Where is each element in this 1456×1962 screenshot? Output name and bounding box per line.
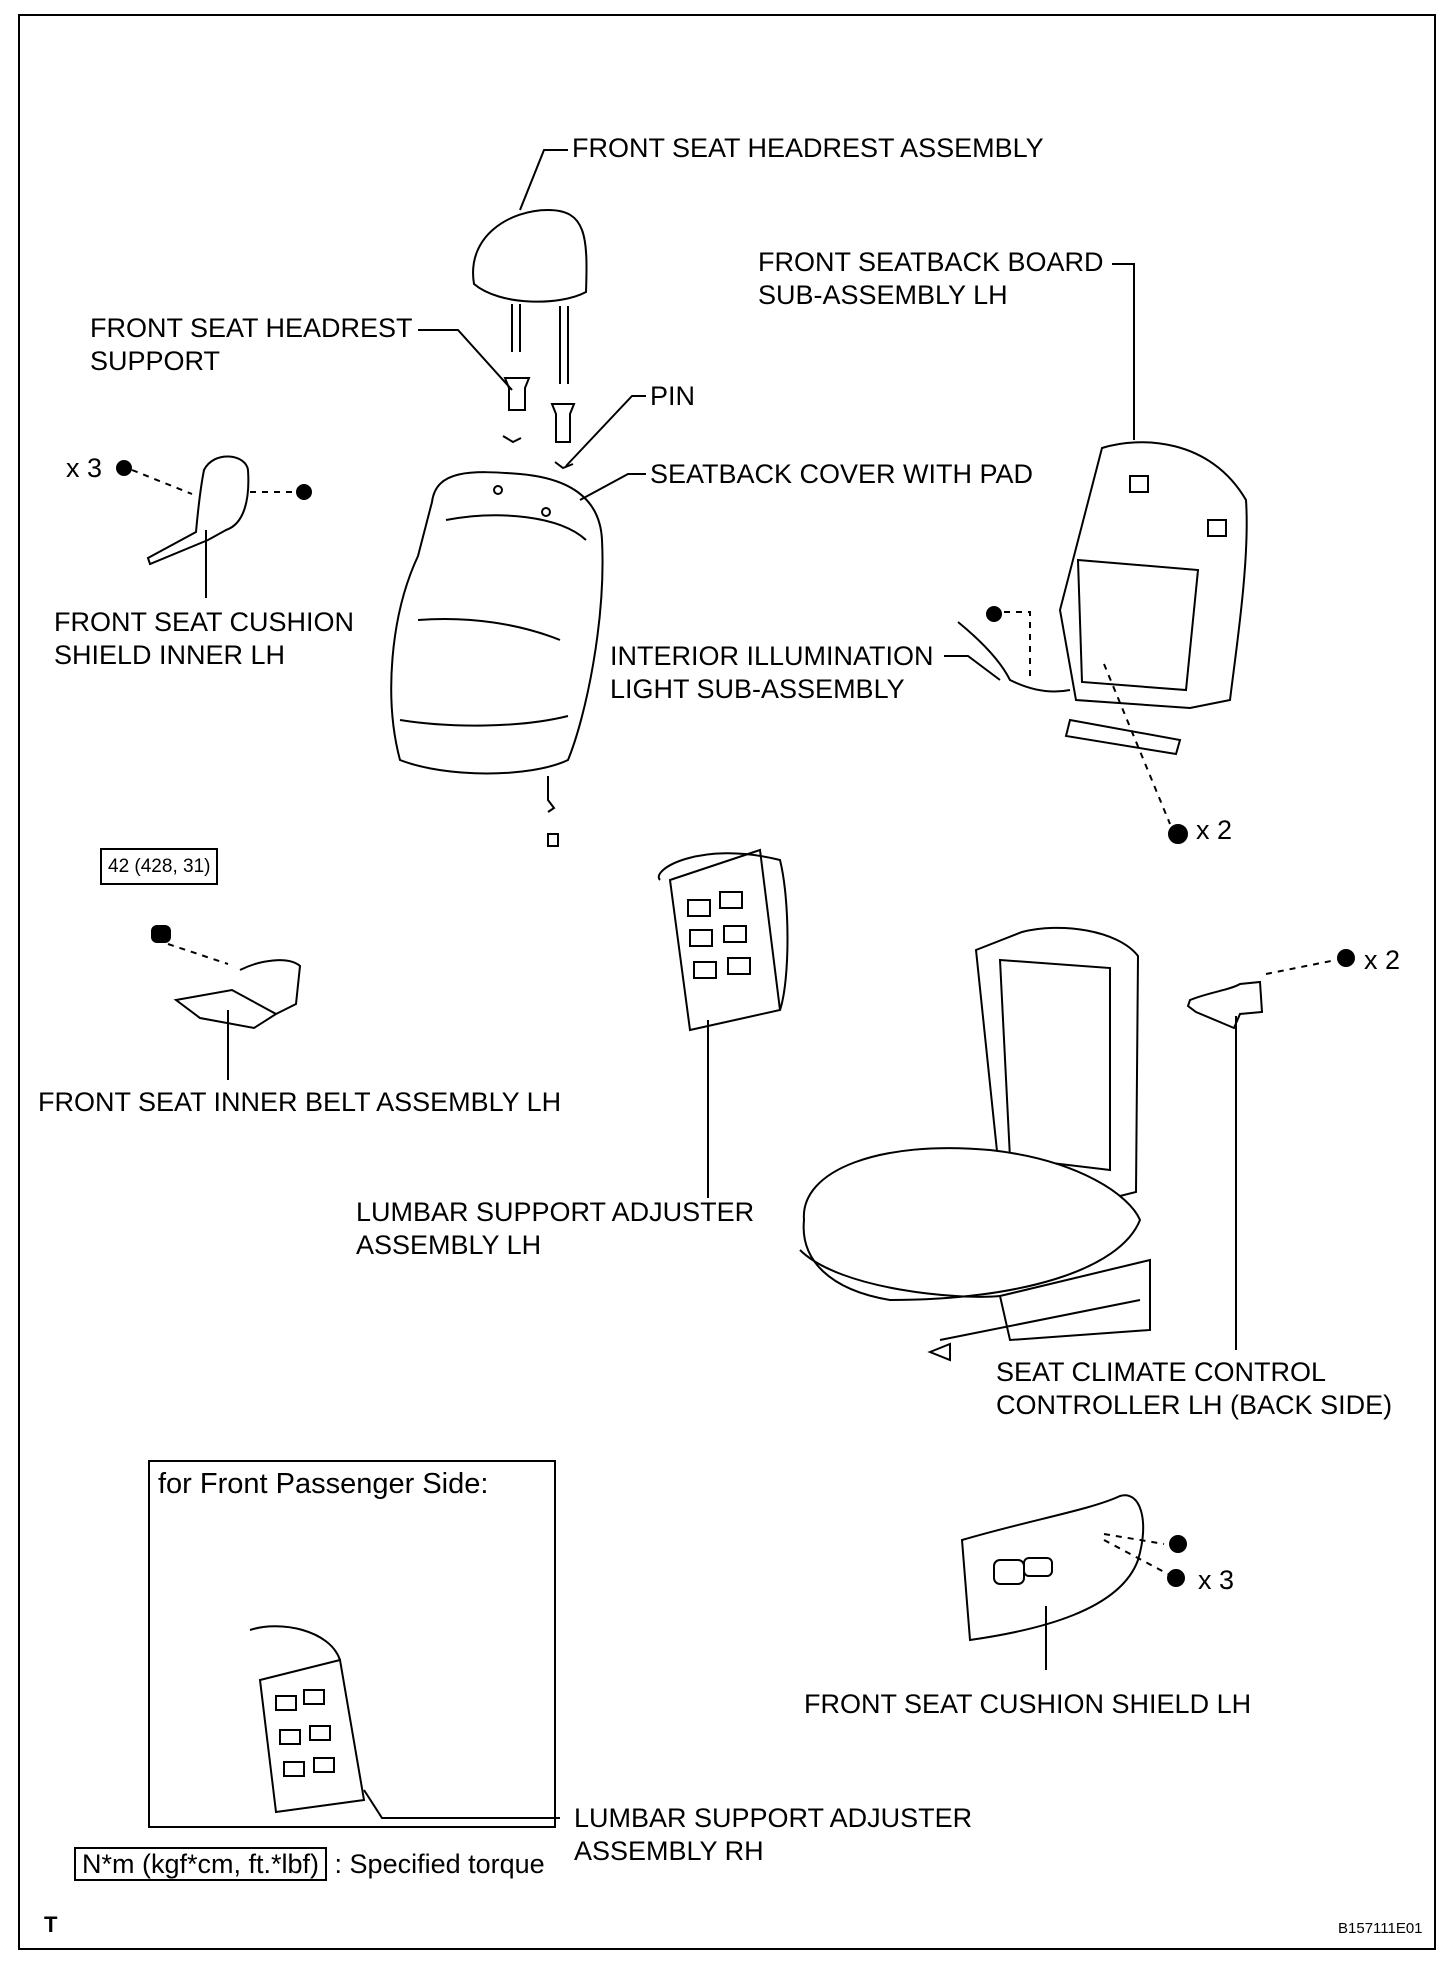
lumbar-lh-label: LUMBAR SUPPORT ADJUSTER ASSEMBLY LH: [356, 1196, 754, 1262]
seat-frame-drawing: [799, 926, 1151, 1362]
torque-legend: N*m (kgf*cm, ft.*lbf) : Specified torque: [74, 1847, 545, 1881]
headrest-support-label-line2: SUPPORT: [90, 346, 221, 376]
inner-shield-bolt-qty: x 3: [66, 453, 103, 483]
seatback-board-label-line2: SUB-ASSEMBLY LH: [758, 280, 1008, 310]
footer-mark: T: [44, 1912, 58, 1937]
torque-description: : Specified torque: [334, 1849, 545, 1879]
climate-bolt-qty: x 2: [1364, 945, 1401, 975]
seatback-board-label: FRONT SEATBACK BOARD SUB-ASSEMBLY LH: [758, 246, 1104, 312]
seatback-board-drawing: [1058, 441, 1248, 756]
lumbar-rh-drawing: [249, 1625, 366, 1814]
lumbar-lh-label-line2: ASSEMBLY LH: [356, 1230, 542, 1260]
interior-light-label: INTERIOR ILLUMINATION LIGHT SUB-ASSEMBLY: [610, 640, 934, 706]
cushion-shield-label: FRONT SEAT CUSHION SHIELD LH: [804, 1689, 1252, 1719]
lumbar-lh-label-line1: LUMBAR SUPPORT ADJUSTER: [356, 1197, 755, 1227]
lumbar-lh-drawing: [657, 848, 789, 1032]
diagram-frame: [18, 14, 1436, 1950]
cushion-shield-inner-label-line2: SHIELD INNER LH: [54, 640, 286, 670]
passenger-side-title: for Front Passenger Side:: [158, 1468, 489, 1500]
seat-climate-drawing: [1186, 949, 1355, 1030]
headrest-support-drawing: [502, 377, 576, 470]
cushion-shield-inner-label-line1: FRONT SEAT CUSHION: [54, 607, 355, 637]
inner-belt-drawing: [151, 925, 302, 1030]
seat-climate-label-line1: SEAT CLIMATE CONTROL: [996, 1357, 1327, 1387]
inner-belt-label: FRONT SEAT INNER BELT ASSEMBLY LH: [38, 1087, 562, 1117]
board-bolt-qty: x 2: [1196, 815, 1233, 845]
figure-code: B157111E01: [1338, 1920, 1423, 1937]
cushion-shield-inner-drawing: [116, 455, 312, 566]
seatback-cover-drawing: [390, 471, 604, 847]
seat-climate-label-line2: CONTROLLER LH (BACK SIDE): [996, 1390, 1393, 1420]
seat-climate-label: SEAT CLIMATE CONTROL CONTROLLER LH (BACK…: [996, 1356, 1392, 1422]
lumbar-rh-label-line1: LUMBAR SUPPORT ADJUSTER: [574, 1803, 973, 1833]
cushion-shield-bolt-qty: x 3: [1198, 1565, 1235, 1595]
interior-light-drawing: [957, 606, 1188, 844]
leader-lines: [205, 149, 1237, 1819]
interior-light-label-line2: LIGHT SUB-ASSEMBLY: [610, 674, 905, 704]
interior-light-label-line1: INTERIOR ILLUMINATION: [610, 641, 934, 671]
headrest-support-label-line1: FRONT SEAT HEADREST: [90, 313, 413, 343]
torque-value: 42 (428, 31): [100, 848, 219, 885]
seatback-cover-label: SEATBACK COVER WITH PAD: [650, 459, 1034, 489]
passenger-side-box: for Front Passenger Side:: [148, 1460, 556, 1828]
headrest-support-label: FRONT SEAT HEADREST SUPPORT: [90, 312, 413, 378]
cushion-shield-inner-label: FRONT SEAT CUSHION SHIELD INNER LH: [54, 606, 354, 672]
pin-label: PIN: [650, 381, 696, 411]
lumbar-rh-label: LUMBAR SUPPORT ADJUSTER ASSEMBLY RH: [574, 1802, 972, 1868]
seatback-board-label-line1: FRONT SEATBACK BOARD: [758, 247, 1104, 277]
cushion-shield-drawing: [960, 1494, 1187, 1642]
headrest-drawing: [472, 208, 588, 384]
lumbar-rh-label-line2: ASSEMBLY RH: [574, 1836, 764, 1866]
headrest-label: FRONT SEAT HEADREST ASSEMBLY: [572, 133, 1044, 163]
torque-unit: N*m (kgf*cm, ft.*lbf): [74, 1847, 328, 1881]
